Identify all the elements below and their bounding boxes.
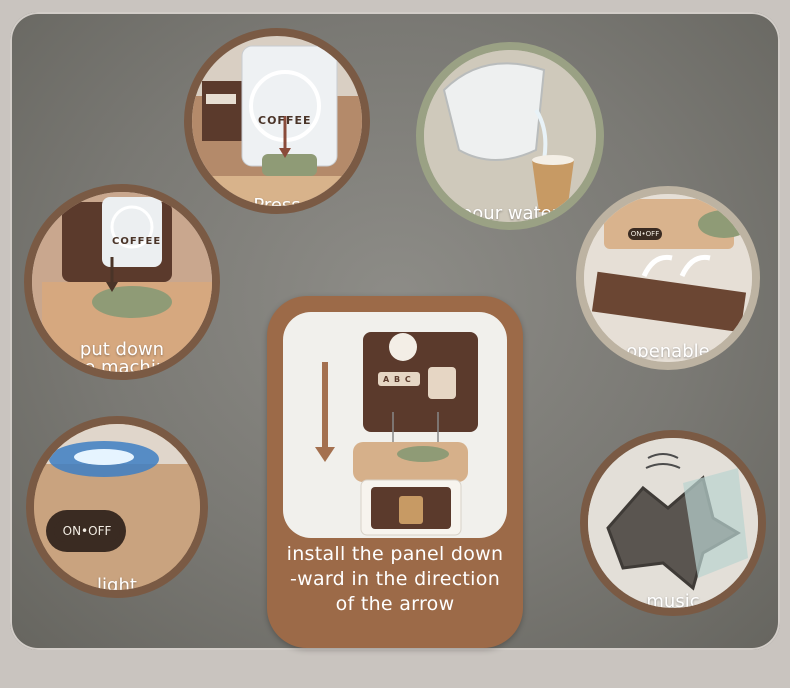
put-down-feature-circle: COFFEE put down the machine [24, 184, 220, 380]
put-down-illustration [32, 192, 212, 372]
press-caption: Press [253, 195, 301, 214]
install-instruction: install the panel down -ward in the dire… [267, 542, 523, 617]
on-off-switch-label: ON•OFF [54, 520, 120, 542]
light-caption: light [97, 575, 137, 596]
coffee-machine-illustration [315, 332, 478, 536]
music-caption: music [646, 591, 700, 612]
pour-water-illustration [424, 50, 596, 222]
openable-feature-circle: ON•OFF openable [576, 186, 760, 370]
music-feature-circle: music [580, 430, 766, 616]
press-feature-circle: COFFEE Press [184, 28, 370, 214]
on-off-label: ON•OFF [628, 228, 662, 240]
light-illustration [34, 424, 200, 590]
abc-label: A B C [383, 375, 412, 384]
press-illustration [192, 45, 362, 206]
install-instruction-line3: of the arrow [335, 593, 455, 615]
music-illustration [588, 438, 758, 608]
openable-caption: openable [626, 341, 710, 362]
openable-illustration [584, 194, 752, 362]
coffee-logo-text: COFFEE [258, 114, 312, 127]
install-instruction-line1: install the panel down [286, 543, 504, 565]
install-panel-card: A B C install the panel down -ward in th… [267, 296, 523, 648]
light-feature-circle: ON•OFF light [26, 416, 208, 598]
pour-water-feature-circle: pour water [416, 42, 604, 230]
install-panel-image: A B C [283, 312, 507, 538]
coffee-logo-text: COFFEE [112, 236, 162, 247]
pour-water-caption: pour water [460, 203, 560, 224]
put-down-caption-line2: the machine [65, 357, 179, 378]
install-instruction-line2: -ward in the direction [289, 568, 501, 590]
put-down-caption-line1: put down [79, 339, 165, 360]
